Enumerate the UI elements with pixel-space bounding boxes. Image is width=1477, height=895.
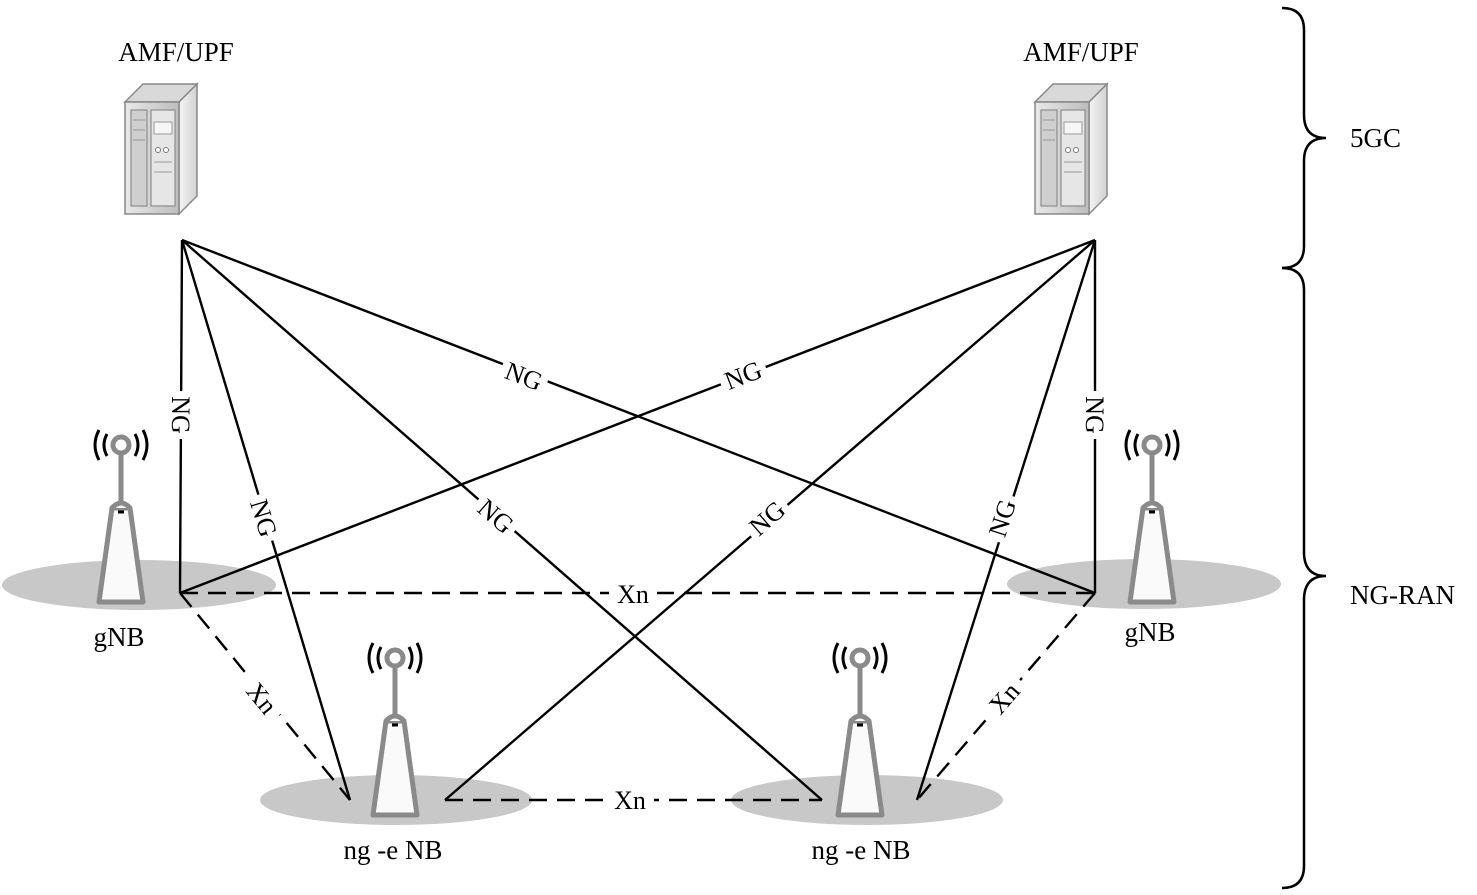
gnb-right-tower-icon: [1126, 430, 1178, 602]
xn-label-gnb-gnb: Xn: [617, 580, 649, 609]
amf-upf-right-server-icon: [1034, 83, 1108, 215]
xn-label-ngenb-ngenb: Xn: [614, 786, 646, 815]
ngenb-right-tower-icon: [834, 643, 886, 815]
amf-upf-right-label: AMF/UPF: [1023, 37, 1139, 67]
ngenb-right-label: ng -e NB: [812, 835, 911, 865]
ran-group-label: NG-RAN: [1350, 580, 1455, 610]
core-group-label: 5GC: [1350, 123, 1401, 153]
ngenb-left-tower-icon: [369, 643, 421, 815]
core-group-brace: [1281, 6, 1327, 270]
ran-group-brace: [1281, 266, 1327, 890]
ng-label-left-vertical: NG: [166, 396, 195, 434]
xn-links: [179, 591, 1096, 802]
gnb-left-label: gNB: [93, 622, 144, 652]
ng-label-right-vertical: NG: [1080, 396, 1109, 434]
ng-links: [178, 238, 1097, 801]
amf-upf-left-label: AMF/UPF: [118, 37, 234, 67]
ngenb-left-label: ng -e NB: [344, 835, 443, 865]
xn-link-gnb-left-ngenb-left: [179, 592, 351, 801]
gnb-right-label: gNB: [1124, 617, 1175, 647]
xn-labels: Xn Xn Xn Xn: [238, 579, 1029, 815]
xn-link-gnb-right-ngenb-right: [916, 592, 1096, 801]
ng-link-right-core-left-gnb: [179, 238, 1096, 595]
gnb-left-tower-icon: [95, 430, 147, 602]
ng-labels: NG NG NG NG NG NG NG NG: [166, 352, 1110, 545]
amf-upf-left-server-icon: [124, 83, 198, 215]
